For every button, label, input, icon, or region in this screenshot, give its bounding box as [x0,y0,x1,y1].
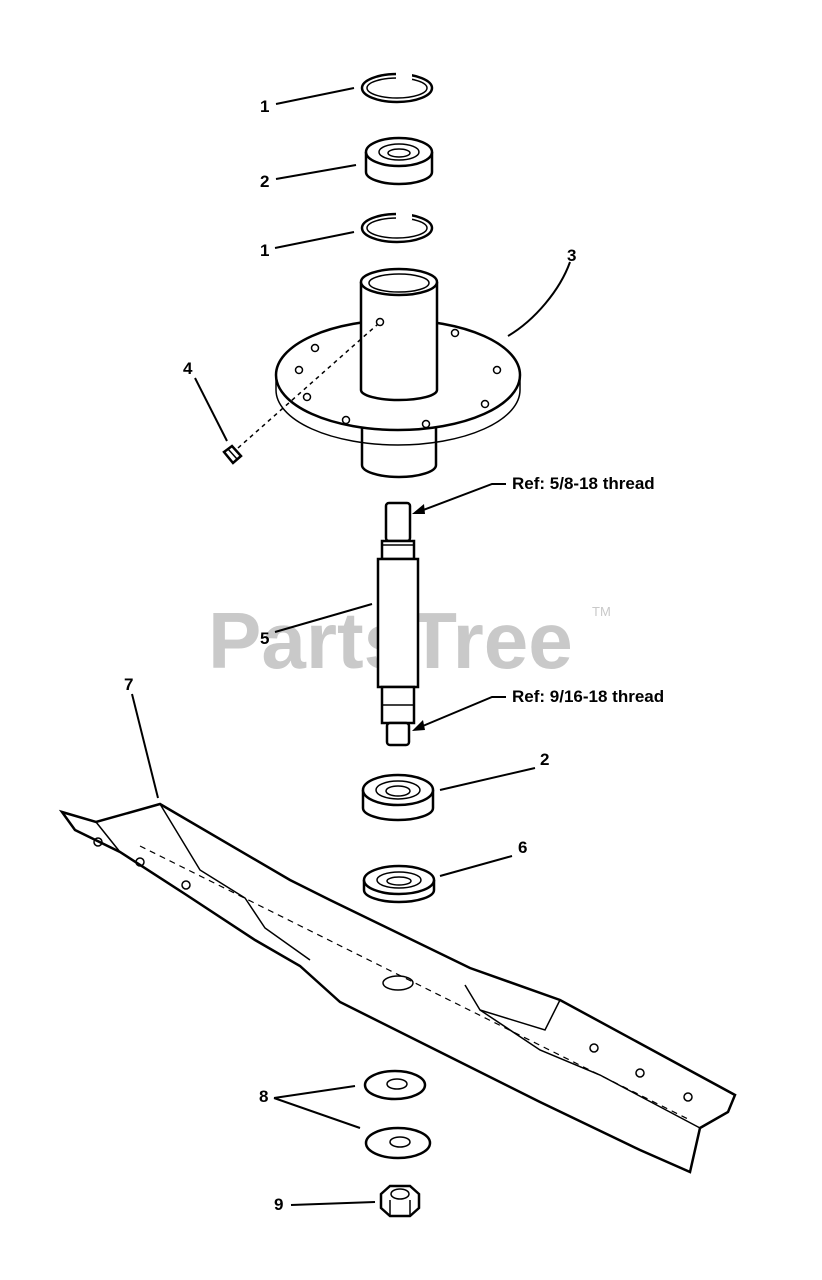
ref-upper-thread: Ref: 5/8-18 thread [512,474,655,493]
ref-lower-thread: Ref: 9/16-18 thread [512,687,664,706]
callout-5: 5 [260,629,269,648]
callout-2-top: 2 [260,172,269,191]
callout-9: 9 [274,1195,283,1214]
leader-lines [131,87,571,1206]
retaining-ring-top [360,70,434,104]
callout-1-second: 1 [260,241,269,260]
callout-4: 4 [183,359,193,378]
washer-upper [363,1069,427,1101]
callout-2-lower: 2 [540,750,549,769]
blade-adapter [362,864,436,904]
callout-6: 6 [518,838,527,857]
callout-7: 7 [124,675,133,694]
bearing-top [364,136,434,186]
washer-lower [364,1126,432,1160]
callout-1-top: 1 [260,97,269,116]
bearing-bottom [361,773,435,822]
spindle-shaft [376,501,420,747]
mower-blade [58,802,737,1174]
hex-nut [379,1184,421,1218]
retaining-ring-bottom [360,210,434,244]
spindle-housing [274,267,522,479]
callout-3: 3 [567,246,576,265]
watermark-trademark: TM [592,604,611,619]
grease-fitting [222,323,379,465]
callout-8: 8 [259,1087,268,1106]
